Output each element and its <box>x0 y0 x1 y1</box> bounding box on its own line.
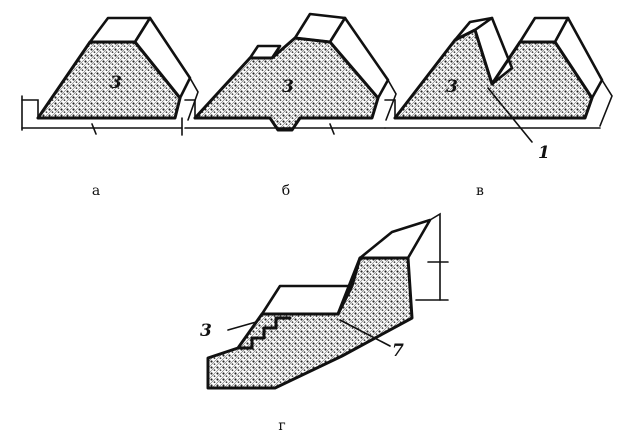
panel-g: 3 7 г <box>200 212 449 434</box>
callout-leader <box>487 87 533 143</box>
panel-v: 3 1 в <box>384 16 613 199</box>
layer-label: 3 <box>446 77 458 97</box>
panel-caption: б <box>282 183 290 199</box>
layer-leader <box>227 321 257 331</box>
layer-label: 3 <box>200 321 212 341</box>
panel-caption: г <box>278 418 285 434</box>
layer-label: 3 <box>110 73 122 93</box>
upper-bench-top-face <box>358 218 432 260</box>
panel-caption: в <box>476 183 484 199</box>
panel-a: 3 а <box>21 16 199 199</box>
panel-b: 3 б <box>184 12 397 199</box>
callout-number: 7 <box>392 341 404 361</box>
embankment-body <box>38 42 180 118</box>
embankment-body <box>395 30 592 118</box>
layer-label: 3 <box>282 77 294 97</box>
embankment-body <box>195 38 378 130</box>
benching-steps <box>238 316 292 350</box>
callout-number: 1 <box>538 143 550 163</box>
embankment-body <box>208 258 412 388</box>
panel-caption: а <box>92 183 100 199</box>
callout-leader <box>339 319 391 347</box>
